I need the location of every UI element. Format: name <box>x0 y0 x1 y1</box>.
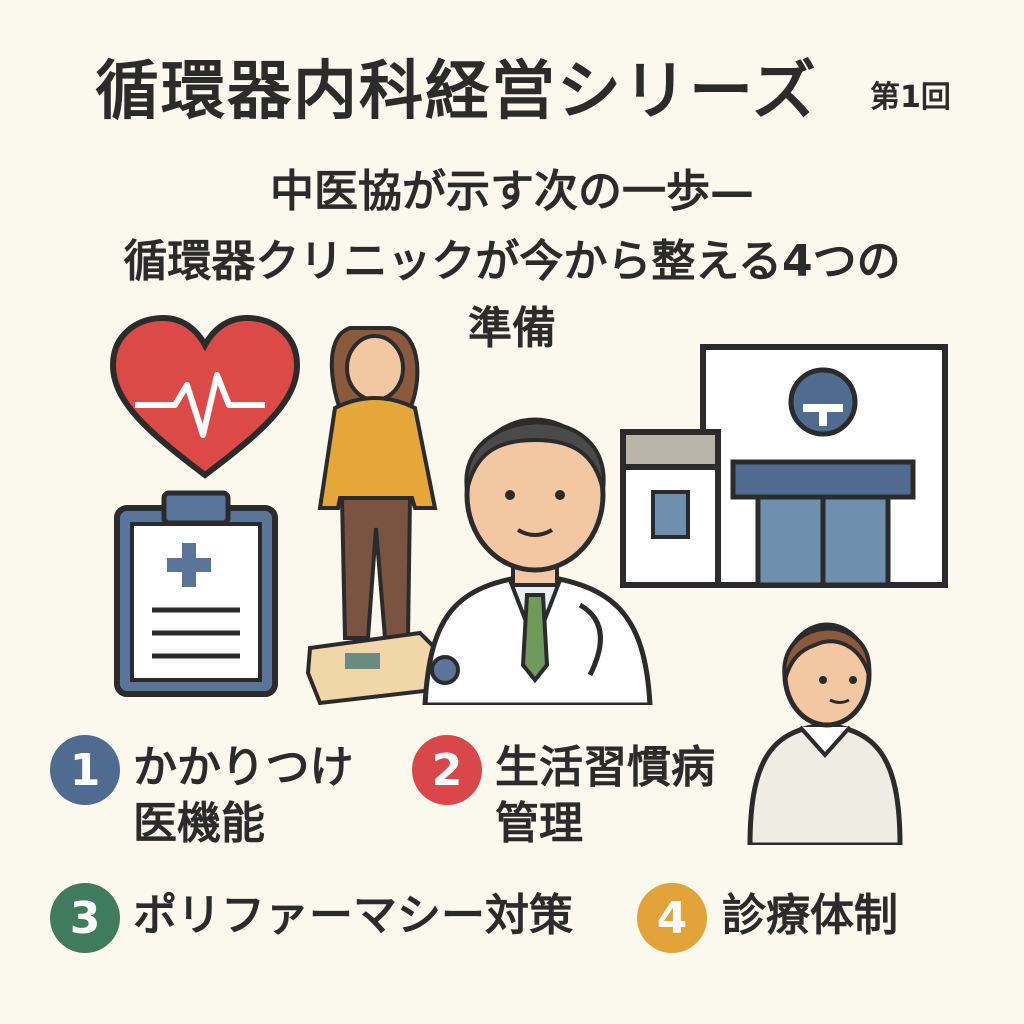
item-2-line-2: 管理 <box>495 798 583 849</box>
item-number-4: 4 <box>637 883 707 953</box>
item-2-line-1: 生活習慣病 <box>495 742 715 793</box>
item-4-label: 診療体制 <box>722 890 898 941</box>
clinic-building-illustration <box>620 344 948 588</box>
clipboard-icon <box>114 490 278 697</box>
item-number-1: 1 <box>50 735 120 805</box>
episode-label: 第1回 <box>870 80 951 115</box>
patient-on-scale-illustration <box>305 326 452 706</box>
item-number-3: 3 <box>50 883 120 953</box>
heart-pulse-icon <box>109 314 301 479</box>
item-2-label: 生活習慣病 管理 <box>495 740 715 852</box>
item-1-line-1: かかりつけ <box>133 742 354 793</box>
item-number-2: 2 <box>412 735 482 805</box>
subtitle-line-2: 循環器クリニックが今から整える4つの <box>123 236 901 287</box>
doctor-illustration <box>422 417 653 705</box>
item-1-line-2: 医機能 <box>133 798 265 849</box>
subtitle-line-1: 中医協が示す次の一歩— <box>270 166 754 217</box>
item-1-label: かかりつけ 医機能 <box>133 740 353 852</box>
item-3-label: ポリファーマシー対策 <box>133 890 573 941</box>
page-title: 循環器内科経営シリーズ <box>95 55 818 129</box>
nurse-illustration <box>747 622 903 845</box>
subtitle-line-3: 準備 <box>468 303 556 354</box>
